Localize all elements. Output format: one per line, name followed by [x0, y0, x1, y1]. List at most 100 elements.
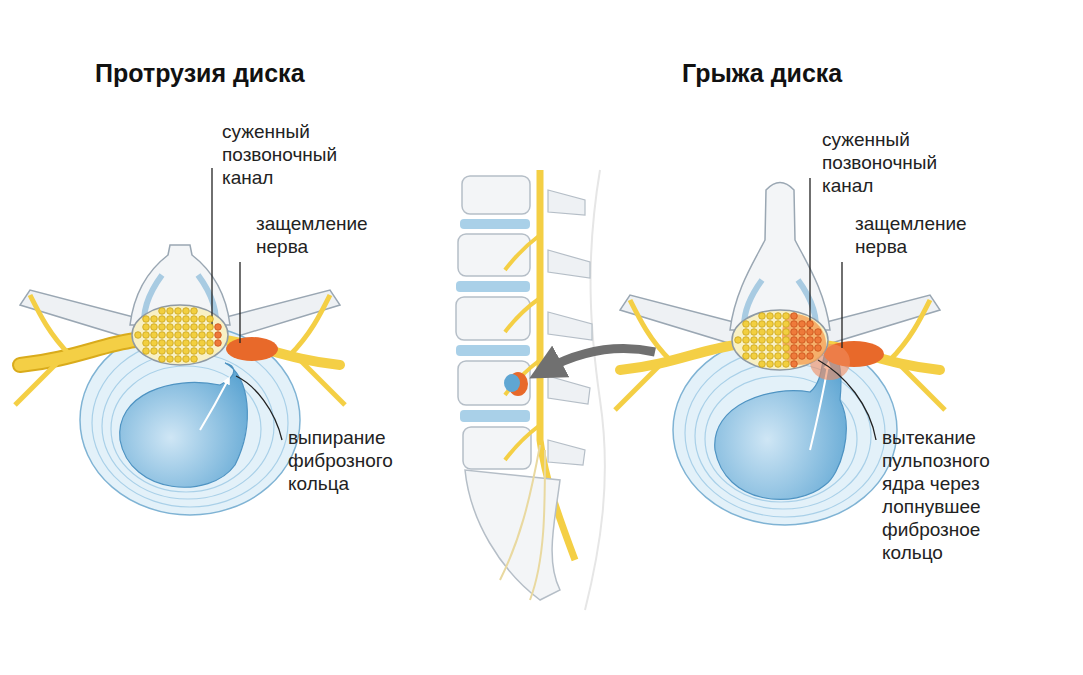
fibre-dot [151, 316, 158, 323]
fibre-dot [767, 345, 774, 352]
fibre-dot [791, 345, 798, 352]
fibre-dot [191, 316, 198, 323]
fibre-dot [799, 329, 806, 336]
fibre-dot [751, 337, 758, 344]
fibre-dot [215, 340, 222, 347]
fibre-dot [783, 329, 790, 336]
fibre-dot [199, 316, 206, 323]
fibre-dot [175, 356, 182, 363]
fibre-dot [159, 348, 166, 355]
fibre-dot [751, 353, 758, 360]
fibre-dot [167, 356, 174, 363]
fibre-dot [775, 313, 782, 320]
fibre-dot [751, 345, 758, 352]
fibre-dot [799, 353, 806, 360]
fibre-dot [759, 329, 766, 336]
fibre-dot [783, 337, 790, 344]
fibre-dot [783, 361, 790, 368]
fibre-dot [135, 332, 142, 339]
fibre-dot [759, 313, 766, 320]
fibre-dot [759, 361, 766, 368]
fibre-dot [191, 340, 198, 347]
fibre-dot [159, 340, 166, 347]
fibre-dot [143, 348, 150, 355]
leader-lines [212, 168, 876, 440]
fibre-dot [143, 316, 150, 323]
fibre-dot [767, 337, 774, 344]
fibre-dot [159, 356, 166, 363]
fibre-dot [183, 324, 190, 331]
fibre-dot [199, 340, 206, 347]
fibre-dot [175, 348, 182, 355]
fibre-dot [159, 324, 166, 331]
fibre-dot [759, 345, 766, 352]
fibre-dot [791, 337, 798, 344]
fibre-dot [743, 321, 750, 328]
fibre-dot [807, 353, 814, 360]
fibre-dot [159, 308, 166, 315]
panel-heading: Грыжа диска [682, 58, 842, 88]
fibre-dot [191, 308, 198, 315]
fibre-dot [191, 324, 198, 331]
fibre-dot [783, 321, 790, 328]
fibre-dot [767, 329, 774, 336]
fibre-dot [815, 337, 822, 344]
fibre-dot [167, 324, 174, 331]
fibre-dot [775, 353, 782, 360]
fibre-dot [767, 321, 774, 328]
fibre-dot [767, 361, 774, 368]
fibre-dot [215, 324, 222, 331]
fibre-dot [207, 316, 214, 323]
fibre-dot [159, 332, 166, 339]
fibre-dot [175, 308, 182, 315]
fibre-dot [783, 353, 790, 360]
fibre-dot [207, 340, 214, 347]
fibre-dot [799, 345, 806, 352]
fibre-dot [175, 332, 182, 339]
fibre-dot [151, 324, 158, 331]
fibre-dot [743, 353, 750, 360]
fibre-dot [743, 345, 750, 352]
callout-label: защемление нерва [855, 212, 1005, 258]
fibre-dot [775, 321, 782, 328]
fibre-dot [775, 361, 782, 368]
fibre-dot [151, 332, 158, 339]
callout-label: вытекание пульпозного ядра через лопнувш… [882, 426, 1010, 564]
callout-label: выпирание фиброзного кольца [288, 426, 413, 495]
fibre-dot [183, 332, 190, 339]
nerve-fibres [135, 308, 822, 368]
fibre-dot [751, 321, 758, 328]
fibre-dot [743, 337, 750, 344]
fibre-dot [175, 324, 182, 331]
fibre-dot [799, 337, 806, 344]
fibre-dot [807, 337, 814, 344]
fibre-dot [183, 316, 190, 323]
fibre-dot [767, 353, 774, 360]
fibre-dot [143, 340, 150, 347]
fibre-dot [167, 332, 174, 339]
fibre-dot [743, 329, 750, 336]
fibre-dot [191, 356, 198, 363]
callout-label: защемление нерва [256, 212, 406, 258]
fibre-dot [159, 316, 166, 323]
callout-label: суженный позвоночный канал [822, 128, 957, 197]
fibre-dot [807, 345, 814, 352]
fibre-dot [199, 332, 206, 339]
fibre-dot [735, 337, 742, 344]
fibre-dot [207, 348, 214, 355]
fibre-dot [775, 337, 782, 344]
fibre-dot [183, 356, 190, 363]
fibre-dot [167, 340, 174, 347]
fibre-dot [807, 321, 814, 328]
fibre-dot [143, 324, 150, 331]
fibre-dot [143, 332, 150, 339]
fibre-dot [207, 324, 214, 331]
fibre-dot [759, 337, 766, 344]
fibre-dot [783, 313, 790, 320]
fibre-dot [791, 353, 798, 360]
fibre-dot [183, 348, 190, 355]
fibre-dot [807, 329, 814, 336]
fibre-dot [775, 345, 782, 352]
